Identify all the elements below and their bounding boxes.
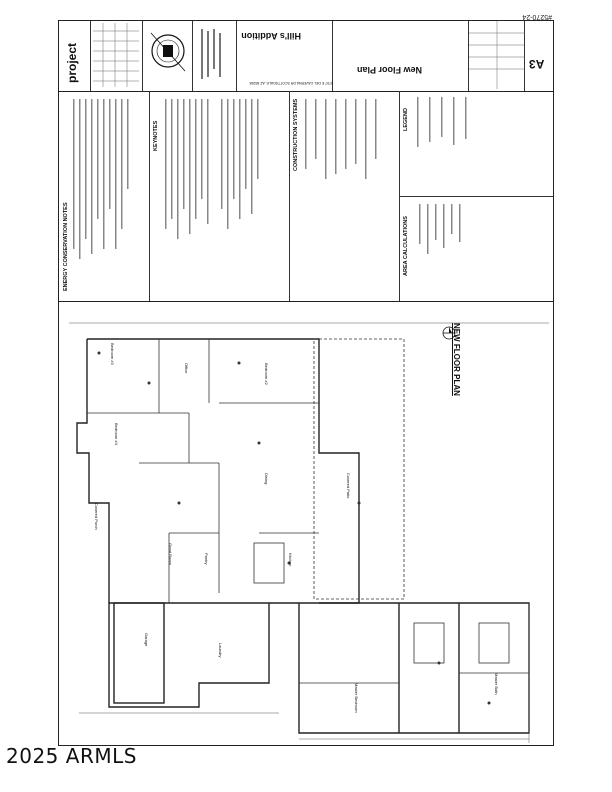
room-label: Covered Porch bbox=[94, 503, 99, 530]
mls-watermark: 2025 ARMLS bbox=[6, 744, 137, 768]
revision-grid bbox=[93, 23, 139, 87]
contact-cell bbox=[193, 21, 237, 91]
room-label: Kitchen bbox=[288, 553, 293, 567]
energy-notes-panel: ENERGY CONSERVATION NOTES bbox=[59, 91, 150, 301]
keynotes-panel: KEYNOTES bbox=[149, 91, 290, 301]
area-calculations-heading: AREA CALCULATIONS bbox=[403, 216, 409, 276]
revision-table bbox=[91, 21, 143, 91]
room-label: Master Bedroom bbox=[354, 683, 359, 713]
plan-label: NEW FLOOR PLAN bbox=[452, 323, 461, 396]
project-name: Hill's Addition bbox=[241, 31, 301, 41]
room-label: Garage bbox=[144, 633, 149, 647]
room-label: Laundry bbox=[218, 643, 223, 658]
keynotes-heading: KEYNOTES bbox=[153, 120, 159, 151]
logo-cell: project bbox=[59, 21, 91, 91]
room-label: Dining bbox=[264, 473, 269, 485]
construction-systems-text bbox=[305, 99, 377, 179]
room-label: Pantry bbox=[204, 553, 209, 565]
legend-heading: LEGEND bbox=[403, 108, 409, 131]
room-label: Master Bath bbox=[494, 673, 499, 695]
area-calculations-table bbox=[419, 204, 461, 254]
room-label: Office bbox=[184, 363, 189, 374]
professional-seal-icon bbox=[150, 32, 186, 72]
title-block: project bbox=[59, 21, 553, 92]
legend-symbols bbox=[417, 97, 467, 147]
construction-systems-panel: CONSTRUCTION SYSTEMS bbox=[289, 91, 400, 301]
energy-notes-text bbox=[73, 99, 129, 259]
keynotes-text bbox=[165, 99, 259, 239]
company-logo: project bbox=[65, 42, 79, 83]
north-arrow-icon bbox=[442, 326, 456, 340]
room-label: Bedroom #2 bbox=[264, 363, 269, 385]
notes-band: ENERGY CONSERVATION NOTES KEYNOTES CONST… bbox=[59, 91, 553, 302]
room-label: Bedroom #4 bbox=[114, 423, 119, 445]
sheet-info-table bbox=[469, 21, 525, 91]
sheet-title-cell: New Floor Plan bbox=[333, 21, 469, 91]
floor-plan-svg bbox=[69, 322, 549, 743]
legend-panel: LEGEND bbox=[399, 91, 553, 197]
plan-number-stamp: #5270-24 bbox=[522, 13, 552, 20]
sheet-title: New Floor Plan bbox=[357, 65, 423, 75]
seal-cell bbox=[143, 21, 193, 91]
architectural-sheet: project bbox=[58, 20, 554, 746]
room-label: Great Room bbox=[168, 543, 173, 565]
project-address: 8707 E DEL CAVERNA DR SCOTTSDALE, AZ 852… bbox=[249, 81, 333, 85]
project-name-cell: Hill's Addition 8707 E DEL CAVERNA DR SC… bbox=[237, 21, 333, 91]
room-label: Bedroom #3 bbox=[110, 343, 115, 365]
construction-systems-heading: CONSTRUCTION SYSTEMS bbox=[293, 98, 299, 171]
contact-text-lines bbox=[201, 29, 221, 79]
sheet-number-cell: A3 bbox=[525, 21, 553, 91]
area-calculations-panel: AREA CALCULATIONS bbox=[399, 196, 553, 301]
sheet-number: A3 bbox=[529, 57, 545, 71]
sheet-info-grid bbox=[469, 21, 525, 89]
room-label: Covered Patio bbox=[346, 473, 351, 499]
floor-plan-drawing: NEW FLOOR PLAN Bedroom #3 Office Bedroom… bbox=[59, 303, 553, 745]
